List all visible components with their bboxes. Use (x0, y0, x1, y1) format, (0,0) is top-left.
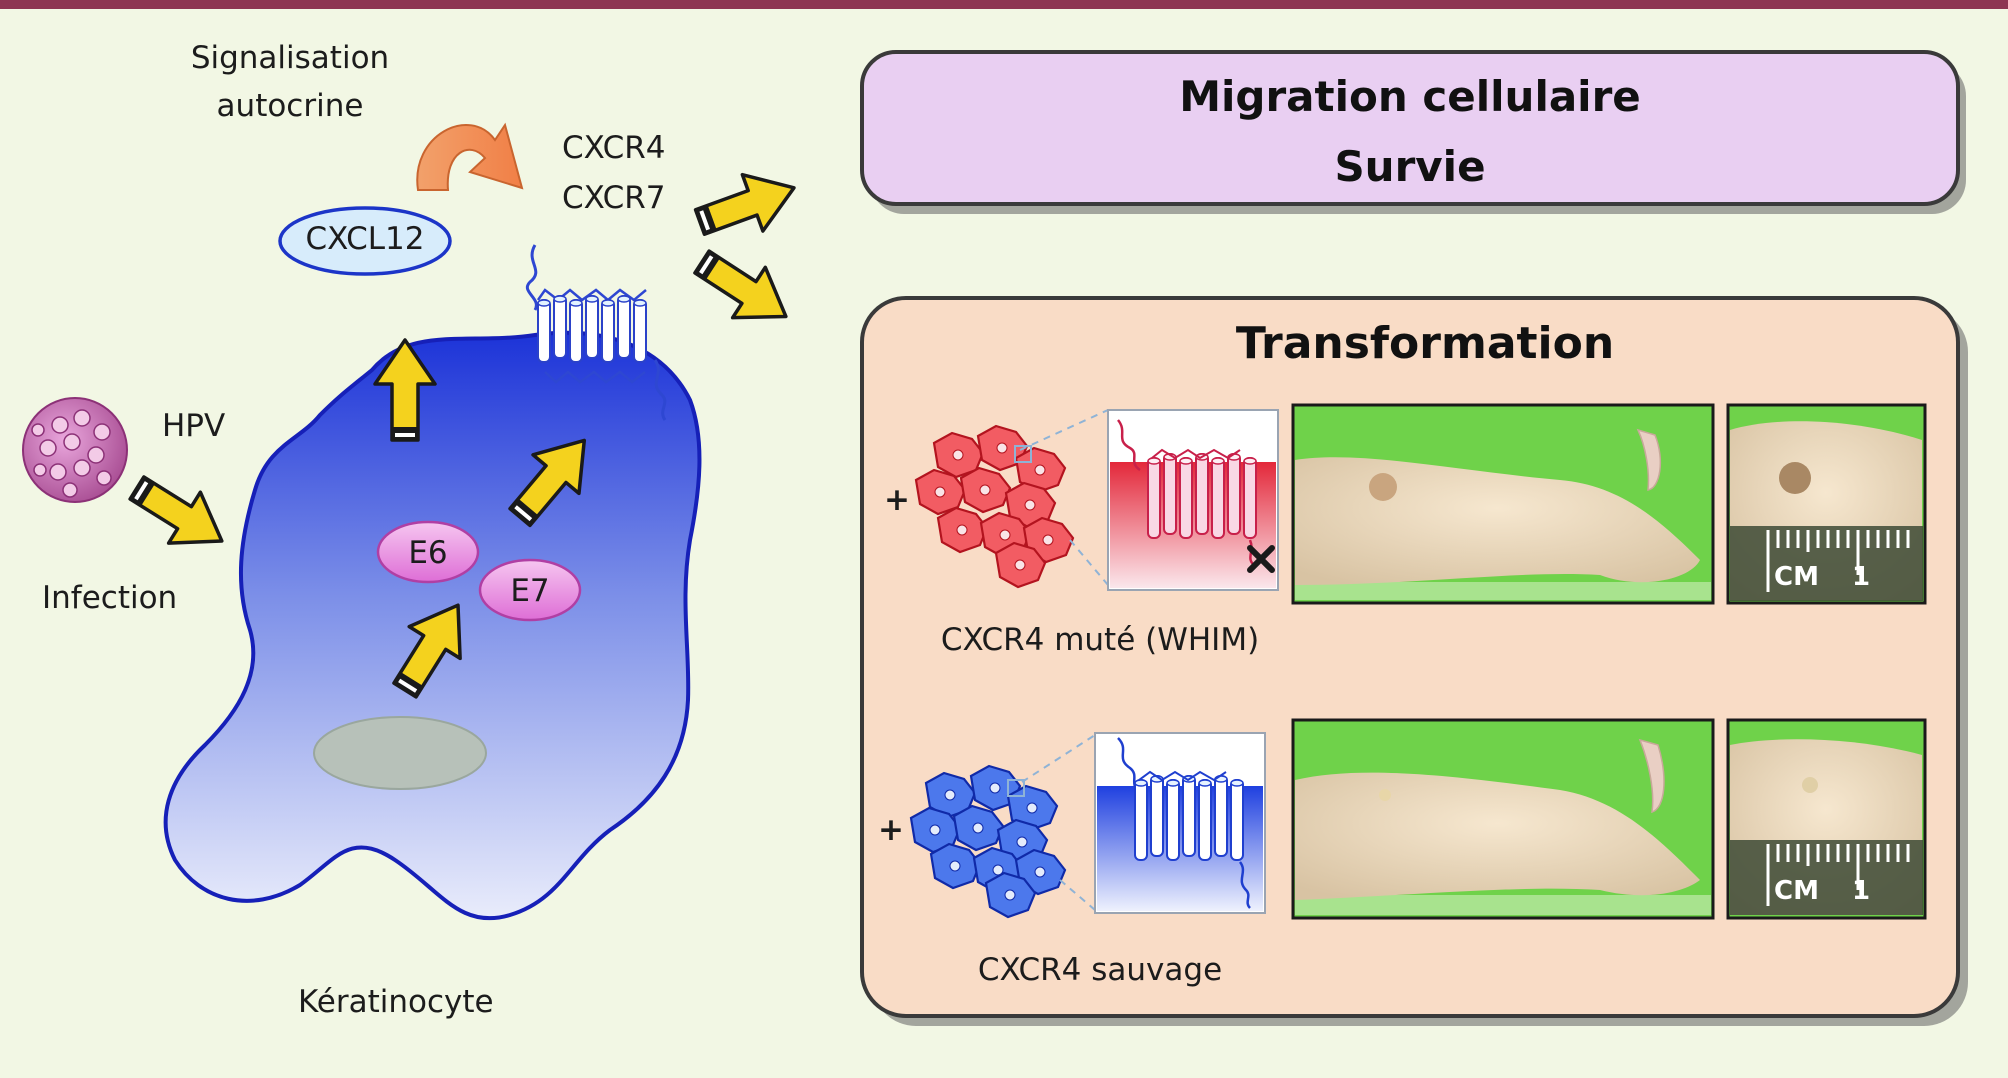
keratinocyte-label: Kératinocyte (298, 984, 494, 1020)
cxcl12-ligand (278, 206, 452, 276)
wildtype-plus-sign: + (878, 812, 904, 848)
wildtype-caption: CXCR4 sauvage (977, 952, 1223, 988)
hpv-virion (22, 397, 128, 503)
transformation-title: Transformation (1235, 318, 1615, 369)
scale-unit-bottom: CM (1774, 876, 1819, 906)
mutant-mouse-photo (1291, 403, 1715, 605)
migration-title: Migration cellulaire (1179, 72, 1641, 121)
wildtype-tumor-closeup (1726, 718, 1927, 920)
cxcr7-label: CXCR7 (562, 180, 666, 216)
mutant-receptor-inset (1107, 409, 1279, 591)
hpv-label: HPV (162, 408, 226, 444)
wildtype-receptor-inset (1094, 732, 1266, 914)
survie-title: Survie (1334, 142, 1486, 191)
infection-label: Infection (42, 580, 178, 616)
signalisation-label: Signalisation (190, 40, 390, 76)
autocrine-label: autocrine (216, 88, 364, 124)
wildtype-mouse-photo (1291, 718, 1715, 920)
cxcr4-label: CXCR4 (562, 130, 666, 166)
e6-label: E6 (408, 535, 448, 571)
cxcl12-label: CXCL12 (305, 221, 425, 257)
mutant-plus-sign: + (884, 482, 910, 518)
infection-arrow (119, 460, 240, 569)
truncation-x-icon (1247, 545, 1275, 573)
mutant-tumor-closeup (1726, 403, 1927, 605)
scale-number-top: 1 (1852, 562, 1871, 592)
scale-unit-top: CM (1774, 562, 1819, 592)
migration-panel (860, 50, 1966, 214)
nucleus (313, 716, 487, 790)
receptor-to-migration-arrow (687, 157, 806, 252)
autocrine-arrow (416, 122, 524, 191)
receptor-to-transformation-arrow (683, 235, 804, 344)
e7-protein (478, 558, 582, 622)
e6-protein (376, 520, 480, 584)
scale-number-bottom: 1 (1852, 876, 1871, 906)
e7-label: E7 (510, 573, 550, 609)
header-bar (0, 0, 2008, 9)
mutant-caption: CXCR4 muté (WHIM) (940, 622, 1260, 658)
cxcr4-receptor (526, 244, 667, 421)
